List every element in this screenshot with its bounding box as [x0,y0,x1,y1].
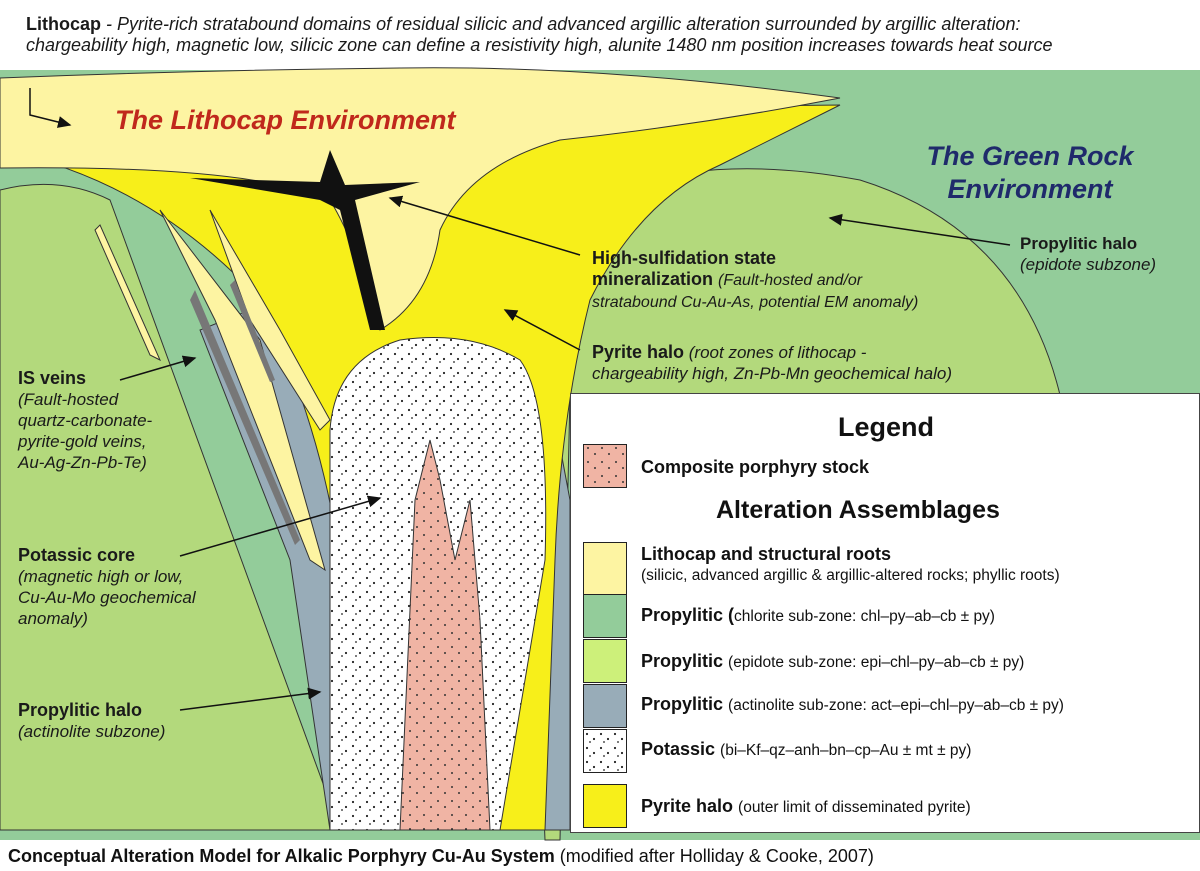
propylitic-epidote-desc: (epidote subzone) [1020,255,1157,274]
legend-assemblages-title: Alteration Assemblages [716,496,1000,524]
epidote-halo-left [0,183,341,831]
leader-high-sulfidation [388,195,581,256]
hs-name-1: High-sulfidation state [592,248,776,268]
propylitic-actinolite-name: Propylitic halo [18,700,143,720]
vein-gray-1 [190,290,300,545]
potassic-core-desc-3: anomaly) [18,609,88,628]
vein-gray-2 [230,280,275,382]
lithocap-note: Lithocap - Pyrite-rich stratabound domai… [26,14,1053,56]
legend-title: Legend [837,412,934,442]
propylitic-epidote-name: Propylitic halo [1020,234,1138,253]
legend-row-chlorite: Propylitic (chlorite sub-zone: chl–py–ab… [641,605,995,626]
green-rock-line-1: The Green Rock [926,141,1134,171]
legend-item-desc-2: (epidote sub-zone: epi–chl–py–ab–cb ± py… [728,654,1025,671]
legend-row-stock: Composite porphyry stock [641,457,869,478]
lithocap-note-desc-1: - Pyrite-rich stratabound domains of res… [101,14,1021,34]
pyrite-halo-name: Pyrite halo [592,342,685,362]
hs-desc-1: (Fault-hosted and/or [718,272,863,289]
leader-propylitic-epidote [828,213,1011,246]
legend-swatch-epidote [583,639,627,683]
legend-item-desc-5: (outer limit of disseminated pyrite) [738,799,971,816]
legend-swatch-lithocap [583,542,627,598]
hs-desc-2: stratabound Cu-Au-As, potential EM anoma… [592,294,919,311]
propylitic-actinolite-desc: (actinolite subzone) [18,722,166,741]
structural-root-3 [94,224,162,362]
is-veins-desc-1: (Fault-hosted [18,390,119,409]
legend-swatch-pyrite [583,784,627,828]
high-sulfidation-vein [190,150,420,330]
green-rock-line-2: Environment [947,174,1113,204]
legend-row-actinolite: Propylitic (actinolite sub-zone: act–epi… [641,694,1064,715]
porphyry-stock [399,439,491,831]
legend-item-name-2: Propylitic [641,651,729,671]
legend-item-desc-0: (silicic, advanced argillic & argillic-a… [641,567,1060,584]
legend-row-pyrite: Pyrite halo (outer limit of disseminated… [641,796,971,817]
legend-swatch-potassic [583,729,627,773]
legend-item-desc-4: (bi–Kf–qz–anh–bn–cp–Au ± mt ± py) [720,742,972,759]
legend-stock-label: Composite porphyry stock [641,457,870,477]
potassic-core-desc-2: Cu-Au-Mo geochemical [18,588,196,607]
legend-item-desc-3: (actinolite sub-zone: act–epi–chl–py–ab–… [728,697,1064,714]
leader-propylitic-actinolite [179,687,322,711]
green-rock-environment-title: The Green Rock Environment [905,140,1155,206]
pyrite-halo-desc-1: (root zones of lithocap - [688,343,867,362]
hs-name-2: mineralization [592,269,714,289]
leader-lithocap [29,88,72,128]
legend-box: Legend Composite porphyry stock Alterati… [570,393,1200,833]
potassic-core-name: Potassic core [18,545,136,565]
legend-item-name-4: Potassic [641,739,721,759]
label-high-sulfidation: High-sulfidation state mineralization (F… [592,248,918,313]
structural-root-1 [159,209,326,572]
label-propylitic-epidote: Propylitic halo (epidote subzone) [1020,233,1156,275]
legend-item-name-0: Lithocap and structural roots [641,544,892,564]
legend-swatch-stock [583,444,627,488]
legend-item-name-5: Pyrite halo [641,796,739,816]
label-potassic-core: Potassic core (magnetic high or low, Cu-… [18,545,196,629]
lithocap-note-desc-2: chargeability high, magnetic low, silici… [26,35,1053,55]
legend-row-epidote: Propylitic (epidote sub-zone: epi–chl–py… [641,651,1024,672]
is-veins-name: IS veins [18,368,87,388]
is-veins-desc-2: quartz-carbonate- [18,411,153,430]
caption-source: (modified after Holliday & Cooke, 2007) [554,846,874,866]
leader-potassic-core [179,495,382,557]
caption-title: Conceptual Alteration Model for Alkalic … [8,846,555,866]
legend-swatch-chlorite [583,594,627,638]
legend-swatch-actinolite [583,684,627,728]
is-veins-desc-4: Au-Ag-Zn-Pb-Te) [18,453,147,472]
legend-row-lithocap: Lithocap and structural roots (silicic, … [641,544,1060,585]
lithocap-environment-title: The Lithocap Environment [115,105,456,135]
leader-pyrite-halo [503,309,581,351]
legend-item-name-3: Propylitic [641,694,729,714]
legend-item-desc-1: chlorite sub-zone: chl–py–ab–cb ± py) [734,608,995,625]
legend-item-name-1: Propylitic ( [641,605,735,625]
label-propylitic-actinolite: Propylitic halo (actinolite subzone) [18,700,165,742]
label-pyrite-halo: Pyrite halo (root zones of lithocap - ch… [592,342,952,384]
legend-row-potassic: Potassic (bi–Kf–qz–anh–bn–cp–Au ± mt ± p… [641,739,971,760]
label-is-veins: IS veins (Fault-hosted quartz-carbonate-… [18,368,152,473]
is-veins-desc-3: pyrite-gold veins, [18,432,147,451]
leader-is-veins [119,355,197,381]
pyrite-halo-desc-2: chargeability high, Zn-Pb-Mn geochemical… [592,364,953,383]
figure-caption: Conceptual Alteration Model for Alkalic … [8,846,874,867]
potassic-core-desc-1: (magnetic high or low, [18,567,184,586]
lithocap-note-name: Lithocap [26,14,101,34]
